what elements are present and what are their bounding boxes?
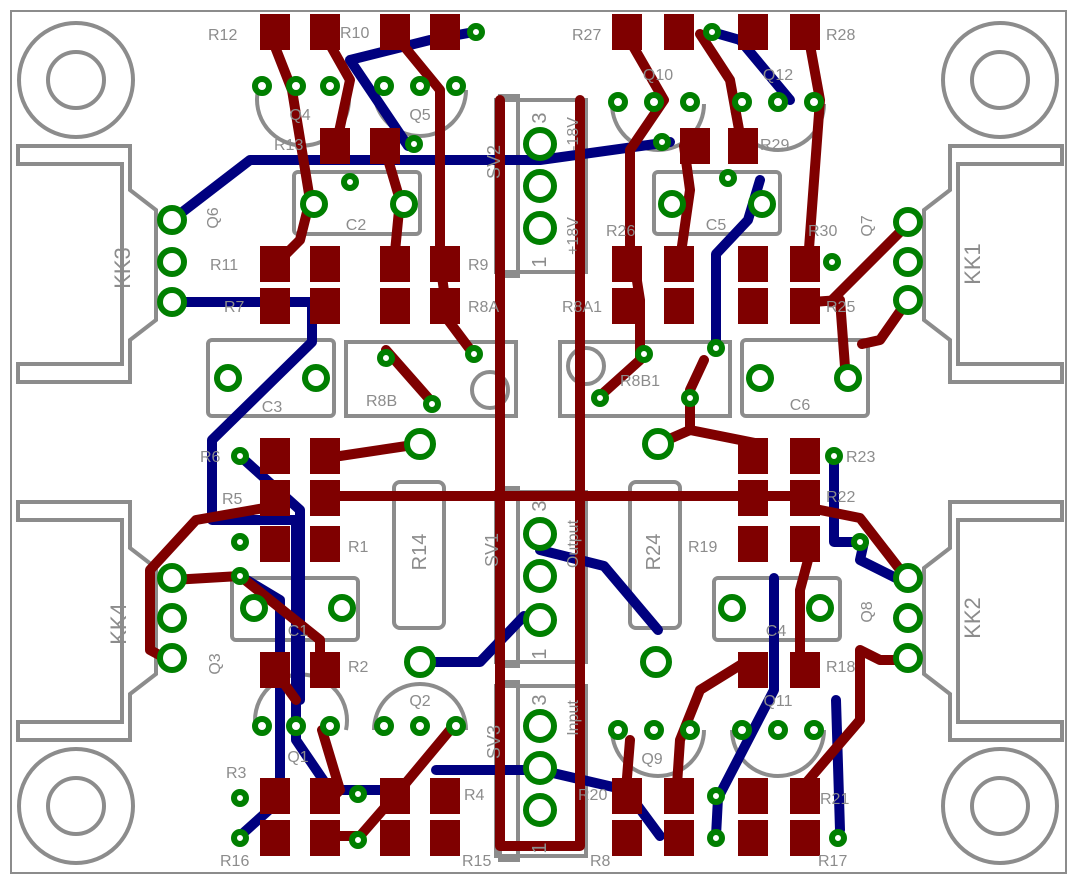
label-r19: R19: [688, 539, 717, 556]
label-r6: R6: [200, 449, 221, 466]
label-q6: Q6: [205, 207, 222, 228]
label-sv2-pin1: 1: [529, 256, 551, 267]
label-r8b1: R8B1: [620, 373, 660, 390]
label-c2: C2: [346, 217, 367, 234]
label-kk3: KK3: [110, 247, 135, 289]
label-sv1: SV1: [482, 533, 502, 567]
label-r27: R27: [572, 27, 601, 44]
label-sv2-pin3: 3: [529, 112, 551, 123]
label-r30: R30: [808, 223, 837, 240]
label-r8a1: R8A1: [562, 299, 602, 316]
label-r15: R15: [462, 853, 491, 870]
label-c5: C5: [706, 217, 727, 234]
label-r20: R20: [578, 787, 607, 804]
label-q1: Q1: [287, 749, 308, 766]
label-kk4: KK4: [106, 603, 131, 645]
label-r8: R8: [590, 853, 611, 870]
label-r28: R28: [826, 27, 855, 44]
label-c3: C3: [262, 399, 283, 416]
label-minus-18v: -18V: [565, 117, 582, 151]
label-r21: R21: [820, 791, 849, 808]
label-q3: Q3: [207, 653, 224, 674]
label-kk1: KK1: [960, 243, 985, 285]
label-q7: Q7: [859, 215, 876, 236]
label-r17: R17: [818, 853, 847, 870]
label-sv3: SV3: [484, 725, 504, 759]
label-r18: R18: [826, 659, 855, 676]
label-r16: R16: [220, 853, 249, 870]
label-q11: Q11: [763, 693, 792, 710]
label-r4: R4: [464, 787, 485, 804]
label-r7: R7: [224, 299, 245, 316]
label-c4: C4: [766, 623, 787, 640]
smd-pads: [260, 14, 820, 856]
label-c1: C1: [288, 623, 309, 640]
label-sv1-pin3: 3: [529, 500, 551, 511]
label-r5: R5: [222, 491, 243, 508]
label-r25: R25: [826, 299, 855, 316]
label-r10: R10: [340, 25, 369, 42]
board-outline: [10, 10, 1067, 874]
label-sv3-pin3: 3: [529, 694, 551, 705]
label-r3: R3: [226, 765, 247, 782]
label-q10: Q10: [643, 67, 673, 84]
label-r2: R2: [348, 659, 369, 676]
label-r9: R9: [468, 257, 489, 274]
label-r1: R1: [348, 539, 369, 556]
label-sv3-pin1: 1: [529, 842, 551, 853]
label-r29: R29: [760, 137, 789, 154]
label-r11: R11: [210, 257, 238, 274]
label-c6: C6: [790, 397, 811, 414]
label-r14: R14: [409, 534, 431, 571]
heatsink-outlines: [16, 144, 1064, 742]
label-q5: Q5: [409, 107, 430, 124]
label-r13: R13: [274, 137, 303, 154]
label-sv2: SV2: [484, 145, 504, 179]
label-input: Input: [565, 700, 582, 736]
label-r8b: R8B: [366, 393, 397, 410]
through-hole-pads: [157, 23, 923, 849]
label-q4: Q4: [289, 107, 310, 124]
label-r24: R24: [643, 534, 665, 571]
label-output: Output: [565, 519, 582, 568]
label-plus-18v: +18V: [565, 217, 582, 255]
label-q8: Q8: [859, 601, 876, 622]
label-q9: Q9: [641, 751, 662, 768]
label-r23: R23: [846, 449, 875, 466]
label-r8a: R8A: [468, 299, 499, 316]
label-kk2: KK2: [960, 597, 985, 639]
label-r12: R12: [208, 27, 237, 44]
label-q12: Q12: [763, 67, 793, 84]
mounting-holes: [17, 21, 1059, 865]
label-r22: R22: [826, 489, 855, 506]
label-sv1-pin1: 1: [529, 648, 551, 659]
label-r26: R26: [606, 223, 635, 240]
label-q2: Q2: [409, 693, 430, 710]
